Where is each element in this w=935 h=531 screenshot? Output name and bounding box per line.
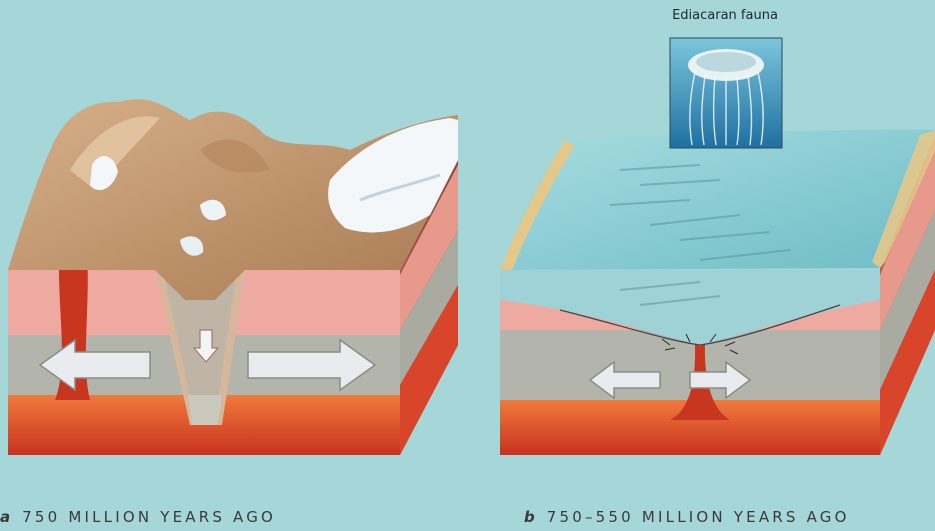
panel-a-caption: a 750 MILLION YEARS AGO <box>0 508 276 528</box>
ediacaran-fauna-label: Ediacaran fauna <box>640 8 810 23</box>
panel-a-caption-text: 750 MILLION YEARS AGO <box>22 508 276 526</box>
ediacaran-inset <box>670 38 782 148</box>
panel-b-caption-text: 750–550 MILLION YEARS AGO <box>547 508 850 526</box>
panel-a-block <box>8 99 458 455</box>
panel-b-block <box>500 38 935 455</box>
panel-a-letter: a <box>0 508 10 526</box>
panel-b-caption: b 750–550 MILLION YEARS AGO <box>524 508 850 528</box>
panel-b-letter: b <box>524 508 535 526</box>
